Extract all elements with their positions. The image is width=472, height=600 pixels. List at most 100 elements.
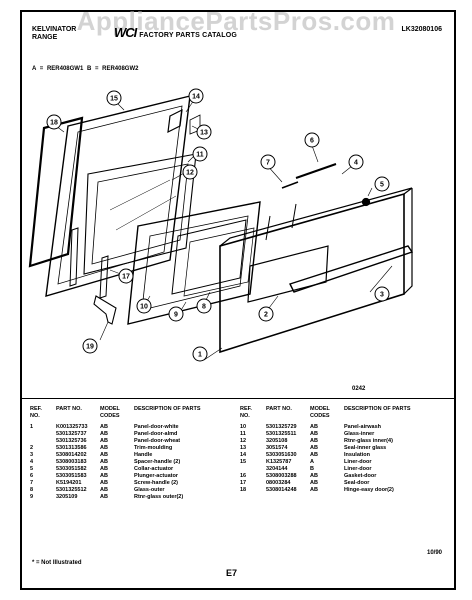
callout-9: 9 <box>168 306 184 322</box>
callout-17: 17 <box>118 268 134 284</box>
cell-part-no: 5303051630 <box>266 452 297 458</box>
col-desc: DESCRIPTION OF PARTS <box>134 406 201 412</box>
callout-13: 13 <box>196 124 212 140</box>
cell-ref: 1 <box>30 424 34 430</box>
glass-inner-shape <box>171 219 247 295</box>
handle-shape <box>289 245 414 293</box>
cell-ref: 18 <box>240 487 247 493</box>
liner-door-shape <box>127 201 261 325</box>
cell-ref: 3 <box>30 452 34 458</box>
cell-ref: 4 <box>30 459 34 465</box>
col-model: MODEL CODES <box>100 406 120 419</box>
revision-date: 10/90 <box>426 550 442 556</box>
callout-11: 11 <box>192 146 208 162</box>
window-opening <box>247 245 329 303</box>
svg-text:1: 1 <box>198 352 202 359</box>
cell-description: Rtnr-glass outer(2) <box>134 494 184 500</box>
brand-header: KELVINATOR RANGE <box>32 26 76 42</box>
callout-10: 10 <box>136 298 152 314</box>
col-ref: REF. NO. <box>30 406 42 419</box>
col-desc: DESCRIPTION OF PARTS <box>344 406 411 412</box>
cell-description: Insulation <box>344 452 370 458</box>
cell-ref: 10 <box>240 424 247 430</box>
cell-ref: 9 <box>30 494 34 500</box>
svg-text:5: 5 <box>380 182 384 189</box>
cell-part-no: K1325787 <box>266 459 292 465</box>
callout-2: 2 <box>258 306 274 322</box>
hinge-shape <box>69 227 79 287</box>
cell-part-no: 5308003288 <box>266 473 297 479</box>
callout-5: 5 <box>374 176 390 192</box>
svg-text:13: 13 <box>200 130 208 137</box>
page-number: E7 <box>226 568 238 578</box>
cell-part-no: 5308014248 <box>266 487 297 493</box>
model-key: A = RER408GW1 B = RER408GW2 <box>32 66 139 72</box>
cell-description: Collar-actuator <box>134 466 174 472</box>
cell-part-no: K5194201 <box>56 480 82 486</box>
cell-part-no: 5301325511 <box>266 431 297 437</box>
cell-part-no: K001325733 <box>56 424 88 430</box>
cell-model-code: AB <box>310 438 318 444</box>
callout-15: 15 <box>106 90 122 106</box>
svg-text:12: 12 <box>186 170 194 177</box>
cell-ref <box>30 438 56 445</box>
svg-text:4: 4 <box>354 160 358 167</box>
cell-part-no: 5308003183 <box>56 459 87 465</box>
cell-ref: 6 <box>30 473 34 479</box>
col-ref: REF. NO. <box>240 406 252 419</box>
figure-code: 0242 <box>352 386 366 392</box>
cell-part-no: 5301313586 <box>56 445 87 451</box>
svg-text:2: 2 <box>264 312 268 319</box>
col-part: PART NO. <box>56 406 82 412</box>
svg-text:3: 3 <box>380 292 384 299</box>
cell-description: Spacer-handle (2) <box>134 459 181 465</box>
cell-ref: 5 <box>30 466 34 472</box>
exploded-door-diagram: 18 15 14 13 11 12 6 7 4 5 17 10 9 8 2 3 … <box>28 88 414 362</box>
gasket-shape <box>28 116 84 268</box>
svg-text:6: 6 <box>310 138 314 145</box>
screw-7 <box>281 181 299 189</box>
cell-ref: 8 <box>30 487 34 493</box>
wci-logo: WCI <box>114 25 137 40</box>
cell-model-code: AB <box>100 445 108 451</box>
cell-part-no: 5301325512 <box>56 487 87 493</box>
cell-part-no: 3205108 <box>266 438 288 444</box>
cell-model-code: AB <box>100 438 108 444</box>
cell-part-no: 5301325729 <box>266 424 297 430</box>
svg-text:17: 17 <box>122 274 130 281</box>
screw-6 <box>295 163 337 179</box>
cell-model-code: AB <box>100 480 108 486</box>
cell-part-no: 3204144 <box>266 466 288 472</box>
cell-part-no: 5301325737 <box>56 431 87 437</box>
cell-ref: 15 <box>240 459 247 465</box>
cell-part-no: 08003284 <box>266 480 291 486</box>
col-part: PART NO. <box>266 406 292 412</box>
cell-ref: 13 <box>240 445 247 451</box>
cell-model-code: AB <box>310 424 318 430</box>
cell-model-code: AB <box>310 480 318 486</box>
catalog-title-text: FACTORY PARTS CATALOG <box>139 32 238 39</box>
callout-7: 7 <box>260 154 276 170</box>
catalog-number: LK32080106 <box>401 26 442 33</box>
hinge-bracket-shape <box>93 295 117 325</box>
cell-model-code: AB <box>100 466 108 472</box>
cell-ref: 17 <box>240 480 247 486</box>
cell-description: Glass-inner <box>344 431 375 437</box>
svg-text:14: 14 <box>192 94 200 101</box>
svg-text:10: 10 <box>140 304 148 311</box>
table-header-row: REF. NO. PART NO. MODEL CODES DESCRIPTIO… <box>30 406 205 424</box>
